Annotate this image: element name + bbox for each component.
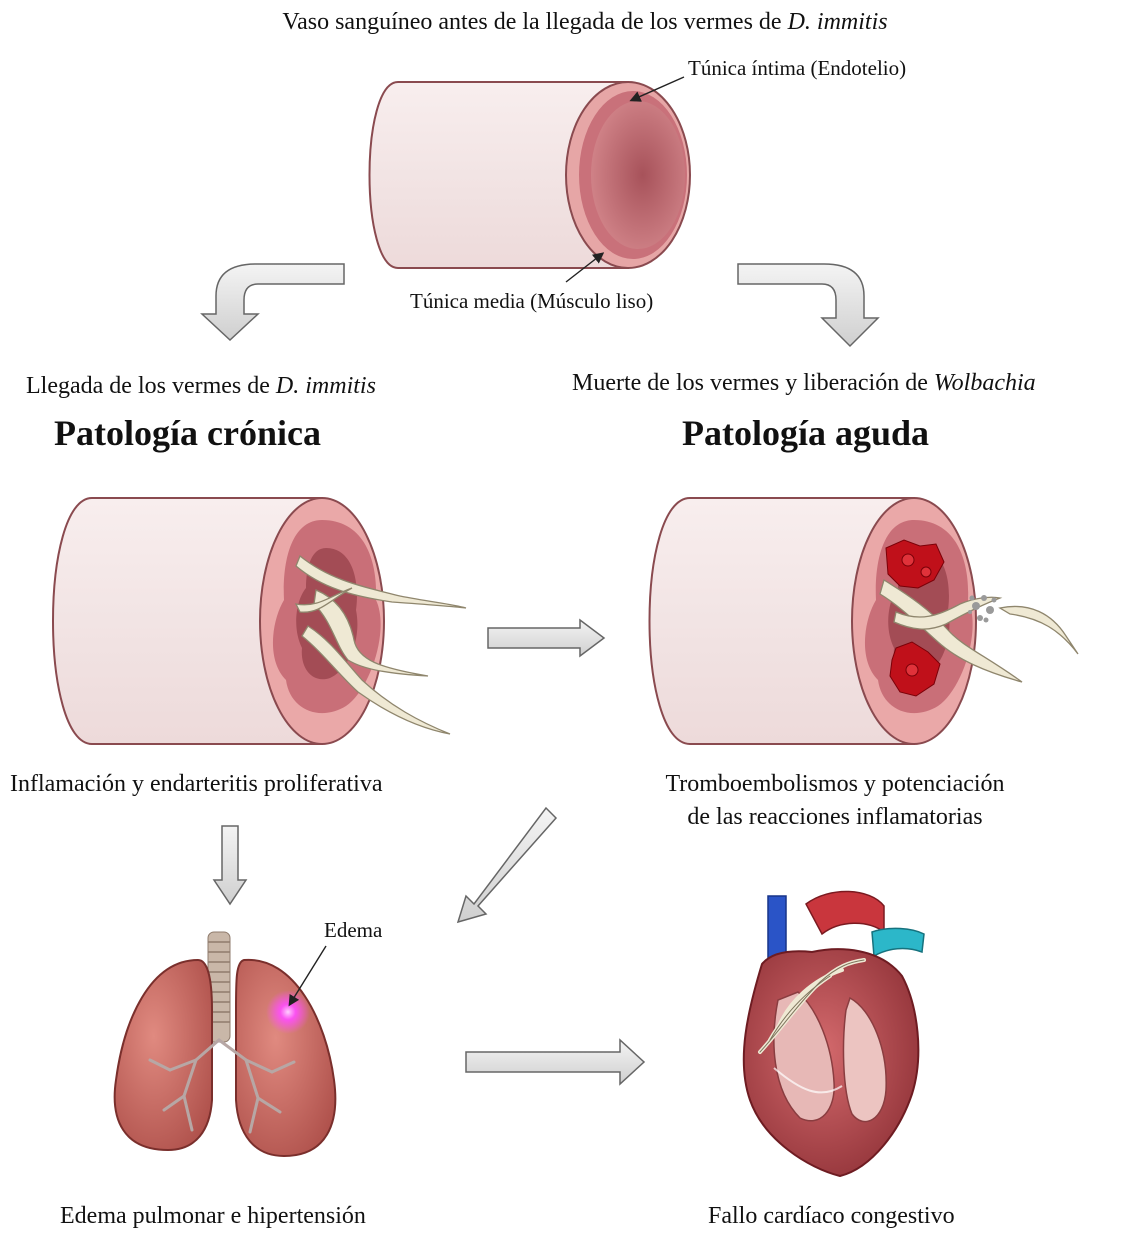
lungs-illustration xyxy=(115,932,336,1156)
healthy-vessel xyxy=(370,82,691,268)
arrow-chronic-down xyxy=(214,826,246,904)
arrow-chronic-to-acute xyxy=(488,620,604,656)
curved-arrow-right xyxy=(738,264,878,346)
pointer-edema xyxy=(290,946,326,1004)
heart-illustration xyxy=(744,891,924,1176)
arrow-lungs-to-heart xyxy=(466,1040,644,1084)
curved-arrow-left xyxy=(202,264,344,340)
arrow-acute-to-lungs xyxy=(458,808,556,922)
edema-spot xyxy=(266,990,310,1034)
